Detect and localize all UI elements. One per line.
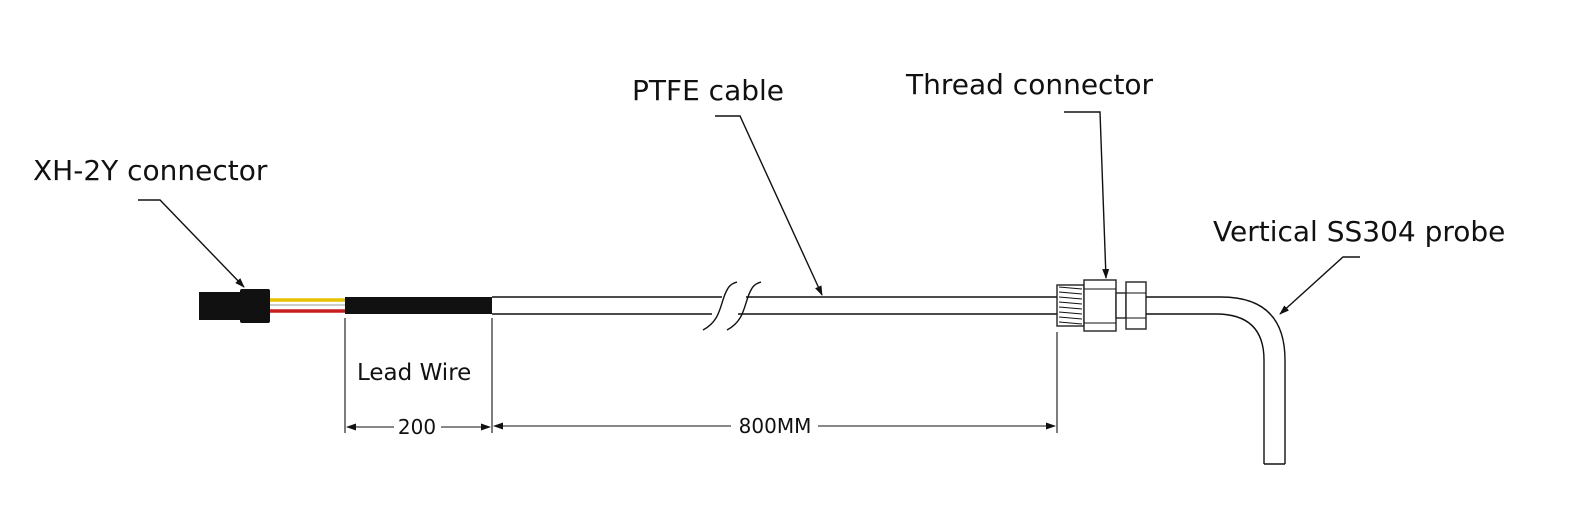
lead-wire-sleeve — [345, 297, 492, 314]
connector-latch — [240, 289, 270, 323]
probe-label: Vertical SS304 probe — [1213, 215, 1505, 248]
lead-wire-label: Lead Wire — [357, 360, 471, 386]
break-mark — [726, 281, 762, 331]
xh-connector-label: XH-2Y connector — [33, 154, 268, 187]
callout-probe: Vertical SS304 probe — [1213, 215, 1505, 315]
ptfe-cable-label: PTFE cable — [632, 74, 784, 107]
connector-wires — [270, 298, 346, 313]
break-mark — [702, 281, 738, 331]
ss304-probe — [1146, 296, 1286, 465]
dimension-lead-length: 200 — [344, 318, 493, 439]
lead-length-text: 200 — [398, 415, 436, 439]
thread-connector-label: Thread connector — [905, 68, 1154, 101]
callout-xh-connector: XH-2Y connector — [33, 154, 268, 288]
connector-housing — [199, 292, 243, 320]
thread-connector — [1056, 279, 1147, 332]
cable-length-text: 800MM — [739, 414, 812, 438]
ptfe-cable — [492, 281, 1058, 331]
xh-2y-connector — [199, 289, 270, 323]
callout-ptfe-cable: PTFE cable — [632, 74, 823, 296]
callout-thread-connector: Thread connector — [905, 68, 1154, 279]
dimension-cable-length: 800MM — [493, 332, 1058, 438]
